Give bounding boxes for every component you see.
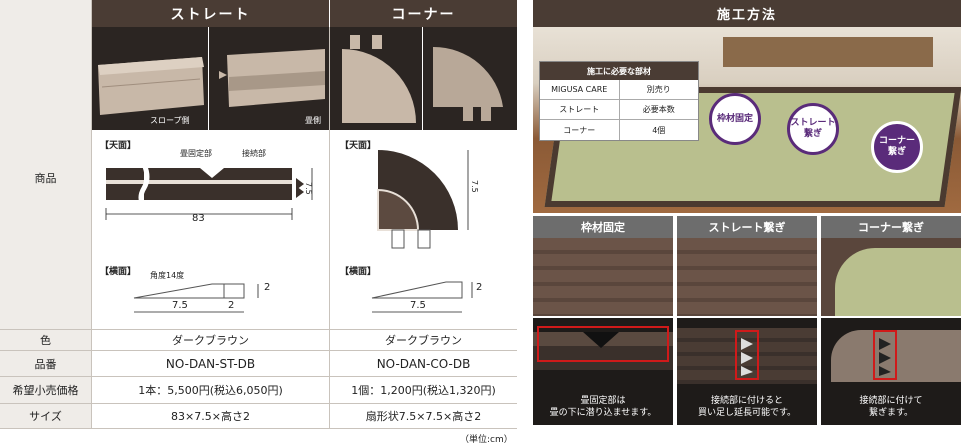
- unit-note: （単位:cm）: [460, 435, 513, 445]
- straight-photo-slope: スロープ側: [92, 27, 208, 130]
- corner-size: 扇形状7.5×7.5×高さ2: [330, 404, 517, 429]
- corner-photo: [821, 238, 961, 316]
- corner-top-image: [342, 35, 416, 123]
- dim-2-side: 2: [228, 300, 235, 311]
- straight-photo-tatami: 畳側: [209, 27, 329, 130]
- method-header: 施工方法: [533, 0, 961, 27]
- dim-75-top: 7.5: [304, 182, 313, 195]
- dim-75-side: 7.5: [172, 300, 188, 311]
- room-photo: 施工に必要な部材 MIGUSA CARE 別売り ストレート 必要本数 コーナー…: [533, 27, 961, 213]
- frame-closeup: 畳固定部は 畳の下に潜り込ませます。: [533, 318, 673, 425]
- materials-table: 施工に必要な部材 MIGUSA CARE 別売り ストレート 必要本数 コーナー…: [539, 61, 699, 141]
- corner-color: ダークブラウン: [330, 330, 517, 351]
- straight-top-label: 【天面】: [100, 141, 137, 151]
- row-code-label: 品番: [0, 351, 91, 377]
- caption-straight: 接続部に付けると 買い足し延長可能です。: [697, 395, 797, 418]
- row-product-label: 商品: [0, 27, 91, 330]
- dim-75-corner-side: 7.5: [410, 300, 426, 311]
- row-color-label: 色: [0, 330, 91, 351]
- corner-photo-angle: [423, 27, 517, 130]
- photo-slope-label: スロープ側: [150, 116, 190, 125]
- straight-side-label: 【横面】: [100, 267, 137, 277]
- corner-side-drawing: [371, 281, 473, 313]
- straight-side-drawing: [133, 283, 259, 313]
- sub-frame-header: 枠材固定: [533, 216, 673, 238]
- spec-table: ストレート コーナー 商品 スロープ側 畳側 【天面: [0, 0, 517, 445]
- dim-75-corner: 7.5: [470, 180, 479, 193]
- joint-part-label: 接続部: [242, 149, 266, 158]
- photo-tatami-label: 畳側: [305, 116, 321, 125]
- bubble-corner: コーナー 繋ぎ: [871, 121, 923, 173]
- corner-blank: [0, 0, 91, 27]
- corner-top-drawing: [377, 150, 469, 249]
- straight-header: ストレート: [92, 0, 329, 27]
- materials-title: 施工に必要な部材: [540, 62, 698, 80]
- materials-row: ストレート 必要本数: [540, 100, 698, 120]
- straight-code: NO-DAN-ST-DB: [92, 351, 329, 377]
- row-price-label: 希望小売価格: [0, 377, 91, 404]
- straight-slope-image: [98, 57, 204, 115]
- method-panel: 施工方法 施工に必要な部材 MIGUSA CARE 別売り ストレート 必要本数…: [533, 0, 961, 445]
- straight-top-drawing: [105, 163, 313, 220]
- corner-code: NO-DAN-CO-DB: [330, 351, 517, 377]
- straight-price: 1本：5,500円(税込6,050円): [92, 377, 329, 404]
- materials-row: MIGUSA CARE 別売り: [540, 80, 698, 100]
- sub-corner-header: コーナー繋ぎ: [821, 216, 961, 238]
- straight-tatami-image: [219, 49, 325, 107]
- dim-2-corner: 2: [476, 282, 483, 293]
- corner-highlight: [873, 330, 897, 380]
- caption-frame: 畳固定部は 畳の下に潜り込ませます。: [549, 395, 657, 418]
- corner-price: 1個：1,200円(税込1,320円): [330, 377, 517, 404]
- straight-size: 83×7.5×高さ2: [92, 404, 329, 429]
- dim-2-height: 2: [264, 282, 271, 293]
- fix-part-label: 畳固定部: [180, 149, 212, 158]
- materials-row: コーナー 4個: [540, 120, 698, 140]
- row-size-label: サイズ: [0, 404, 91, 429]
- frame-highlight: [537, 326, 669, 362]
- corner-side-label: 【横面】: [340, 267, 377, 277]
- straight-photo: [677, 238, 817, 316]
- frame-photo: [533, 238, 673, 316]
- sub-straight-header: ストレート繋ぎ: [677, 216, 817, 238]
- straight-closeup: 接続部に付けると 買い足し延長可能です。: [677, 318, 817, 425]
- straight-highlight: [735, 330, 759, 380]
- caption-corner: 接続部に付けて 繋ぎます。: [859, 395, 923, 418]
- bubble-frame: 枠材固定: [709, 93, 761, 145]
- corner-angle-image: [433, 46, 503, 121]
- tv-stand: [723, 37, 933, 67]
- corner-header: コーナー: [330, 0, 517, 27]
- corner-closeup: 接続部に付けて 繋ぎます。: [821, 318, 961, 425]
- corner-photo-top: [330, 27, 422, 130]
- dim-83: 83: [192, 213, 205, 224]
- corner-top-label: 【天面】: [340, 141, 377, 151]
- bubble-straight: ストレート 繋ぎ: [787, 103, 839, 155]
- angle-label: 角度14度: [150, 271, 185, 280]
- straight-color: ダークブラウン: [92, 330, 329, 351]
